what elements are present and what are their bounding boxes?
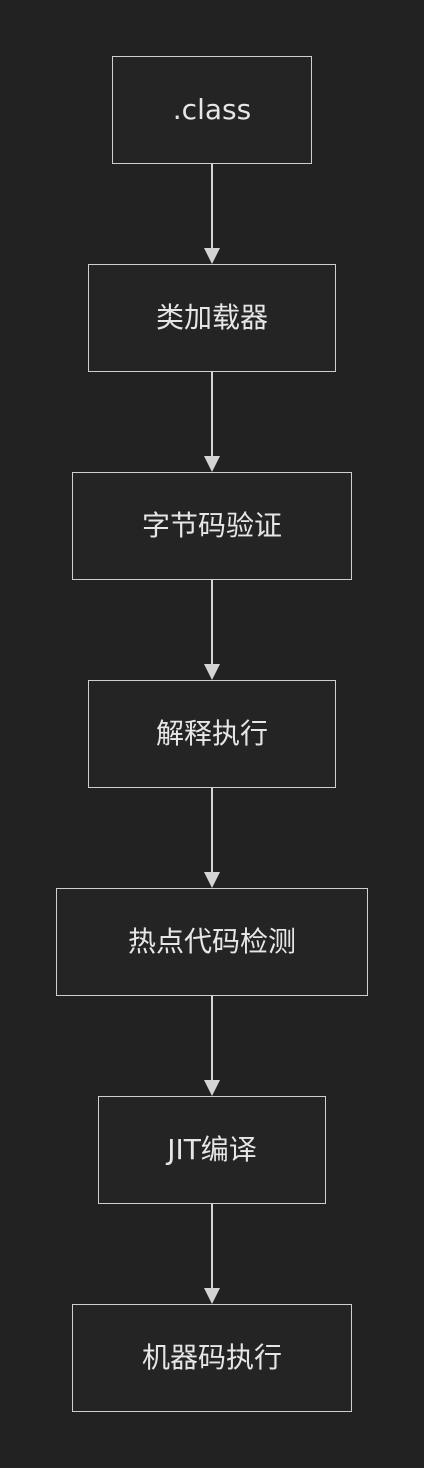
edge-n6-n7 xyxy=(204,1204,220,1304)
node-label: 机器码执行 xyxy=(141,1341,282,1374)
node-bytecode-verify: 字节码验证 xyxy=(72,472,352,580)
node-label: 类加载器 xyxy=(155,301,268,334)
node-hotspot-detect: 热点代码检测 xyxy=(56,888,368,996)
node-machine-code-execute: 机器码执行 xyxy=(72,1304,352,1412)
node-label: 热点代码检测 xyxy=(127,925,296,958)
node-label: JIT编译 xyxy=(167,1133,257,1166)
node-label: .class xyxy=(172,93,252,126)
edge-n4-n5 xyxy=(204,788,220,888)
node-class-loader: 类加载器 xyxy=(88,264,336,372)
node-class-file: .class xyxy=(112,56,312,164)
edge-n2-n3 xyxy=(204,372,220,472)
edge-n5-n6 xyxy=(204,996,220,1096)
edge-n3-n4 xyxy=(204,580,220,680)
node-interpret-execute: 解释执行 xyxy=(88,680,336,788)
edge-n1-n2 xyxy=(204,164,220,264)
node-label: 解释执行 xyxy=(155,717,268,750)
node-label: 字节码验证 xyxy=(141,509,282,542)
node-jit-compile: JIT编译 xyxy=(98,1096,326,1204)
